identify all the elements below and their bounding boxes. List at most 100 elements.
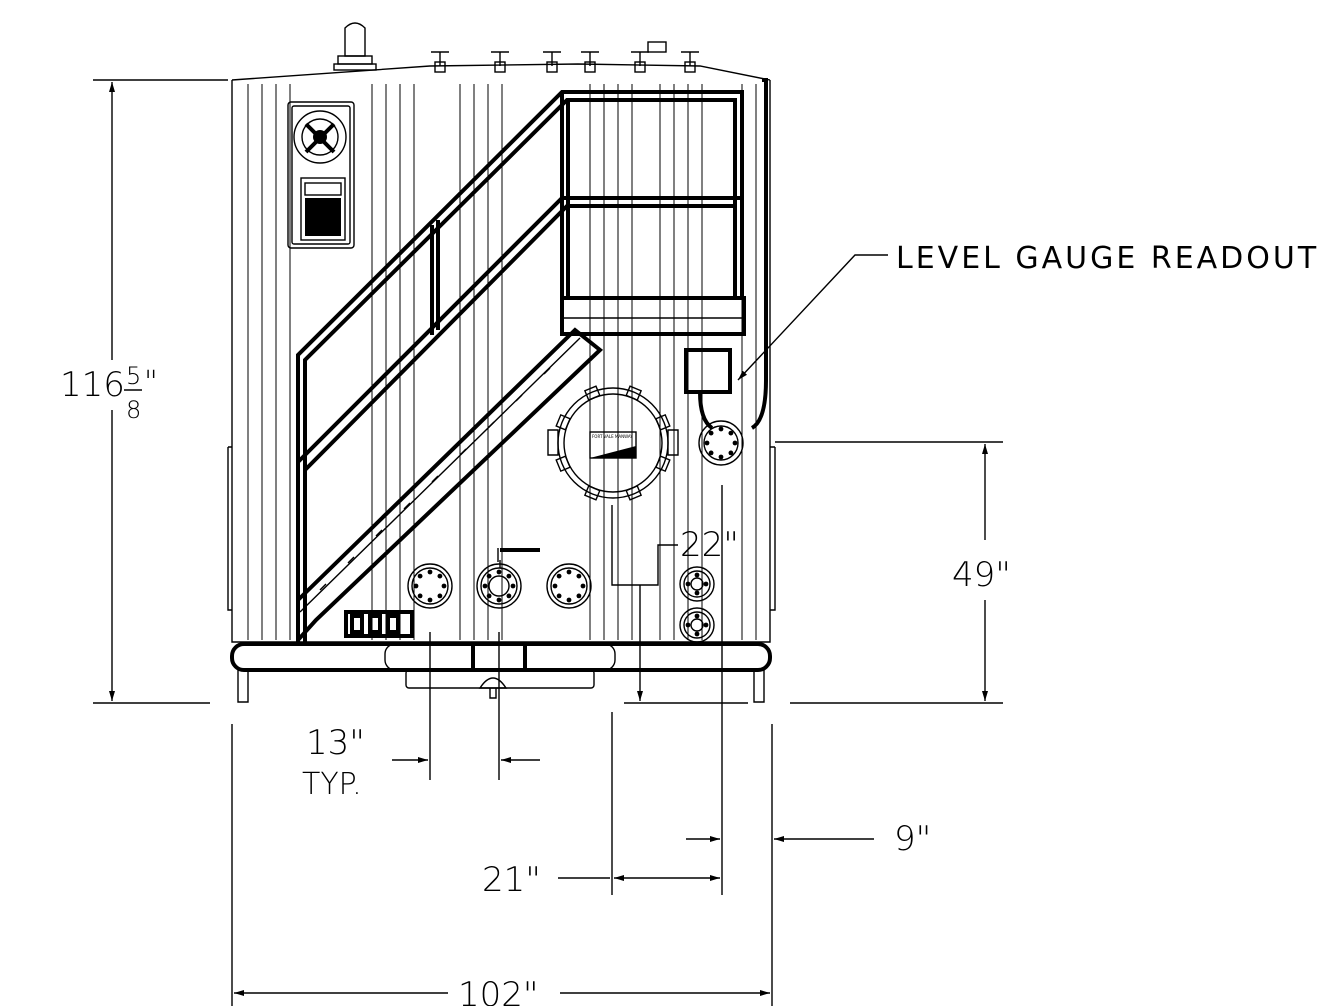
roof-fitting [431, 51, 449, 66]
roof-fitting-base [434, 61, 446, 73]
flange-face [480, 567, 518, 605]
access-stair [296, 90, 746, 642]
flange-bolt [694, 572, 700, 578]
flange-bolt [732, 440, 738, 446]
flange-face [683, 611, 711, 639]
flange-bolt [685, 581, 691, 587]
manway-lug [583, 385, 601, 401]
flange-bolt [708, 430, 714, 436]
dimension-lines [93, 79, 1003, 1006]
flange-face [683, 570, 711, 598]
flange-bolt [413, 583, 419, 589]
flange-bolt [486, 593, 492, 599]
roof-fitting [681, 51, 699, 66]
stair-tread [515, 394, 523, 402]
flange-bolt [708, 450, 714, 456]
roof-fitting [581, 51, 599, 66]
flange-bolt [427, 597, 433, 603]
flange-bolt [506, 593, 512, 599]
flange-bolt [703, 622, 709, 628]
flange-bolt [437, 573, 443, 579]
flange-rim [407, 563, 453, 609]
manway-lug [655, 455, 671, 473]
manway-lug [625, 485, 643, 501]
manway-lug [625, 385, 643, 401]
bottom-flanges [407, 563, 715, 643]
manway-lug [555, 413, 571, 431]
nozzle-flange [476, 563, 522, 609]
outlet-height-dimension: 49" [952, 555, 1011, 595]
flange-bolt [437, 593, 443, 599]
placard-panel [287, 101, 355, 249]
flange-spacing-dimension: 13" [306, 723, 365, 763]
flange-bolt [694, 613, 700, 619]
manway: FORT VALE MANWAY [547, 385, 679, 501]
height-dimension-numerator: 5 [126, 362, 141, 390]
manway-lug [655, 413, 671, 431]
flange-bolt [694, 590, 700, 596]
stair-tread [319, 583, 327, 591]
flange-bore [488, 575, 510, 597]
stair-tread [347, 556, 355, 564]
manway-lug [583, 485, 601, 501]
roof-fitting [543, 51, 561, 66]
manway-offset-dimension: 22" [680, 525, 739, 565]
flange-bolt [694, 631, 700, 637]
level-gauge [684, 78, 768, 466]
flange-bolt [566, 569, 572, 575]
nozzle-flange [546, 563, 592, 609]
roof-fitting-base [634, 61, 646, 73]
level-gauge-label: LEVEL GAUGE READOUT [896, 241, 1319, 276]
flange-bolt [703, 581, 709, 587]
flange-bolt [576, 593, 582, 599]
flange-bolt [704, 440, 710, 446]
roof-fittings [333, 22, 699, 73]
flange-bore [690, 577, 704, 591]
flange-bolt [566, 597, 572, 603]
stair-tread [543, 367, 551, 375]
nozzle-flange [407, 563, 453, 609]
flange-bore [690, 618, 704, 632]
stair-tread [403, 502, 411, 510]
flange-bolt [496, 569, 502, 575]
document-holder [344, 610, 414, 638]
stair-tread [459, 448, 467, 456]
stair-tread [375, 529, 383, 537]
flange-bolt [576, 573, 582, 579]
flange-bolt [685, 622, 691, 628]
roof-fitting-base [584, 61, 596, 73]
roof-fitting-base [546, 61, 558, 73]
roof-fitting-base [684, 61, 696, 73]
roof-fitting-base [494, 61, 506, 73]
dimension-text: 116 5 8 " 49" 22" 13" TYP. 21" 9" 102" L… [60, 241, 1319, 1006]
stair-tread [431, 475, 439, 483]
manway-to-gauge-dimension: 21" [482, 860, 541, 900]
flange-bolt [718, 454, 724, 460]
flange-face [550, 567, 588, 605]
flange-bolt [718, 426, 724, 432]
flange-bolt [506, 573, 512, 579]
gauge-to-edge-dimension: 9" [894, 819, 931, 859]
nozzle-flange [679, 607, 715, 643]
nozzle-flange [679, 566, 715, 602]
flange-bolt [486, 573, 492, 579]
height-dimension-denominator: 8 [126, 396, 141, 424]
height-dimension-unit: " [144, 365, 158, 400]
flange-bolt [510, 583, 516, 589]
flange-rim [476, 563, 522, 609]
flange-bolt [580, 583, 586, 589]
flange-bolt [556, 573, 562, 579]
base-skid [230, 642, 772, 703]
flange-spacing-note: TYP. [302, 767, 362, 802]
stair-tread [487, 421, 495, 429]
flange-bolt [496, 597, 502, 603]
flange-bolt [427, 569, 433, 575]
manway-label: FORT VALE MANWAY [592, 434, 633, 439]
valve-handle [497, 548, 540, 568]
roof-fitting [491, 51, 509, 66]
flange-bolt [556, 593, 562, 599]
flange-rim [546, 563, 592, 609]
flange-rim [679, 566, 715, 602]
manway-lug [555, 455, 571, 473]
